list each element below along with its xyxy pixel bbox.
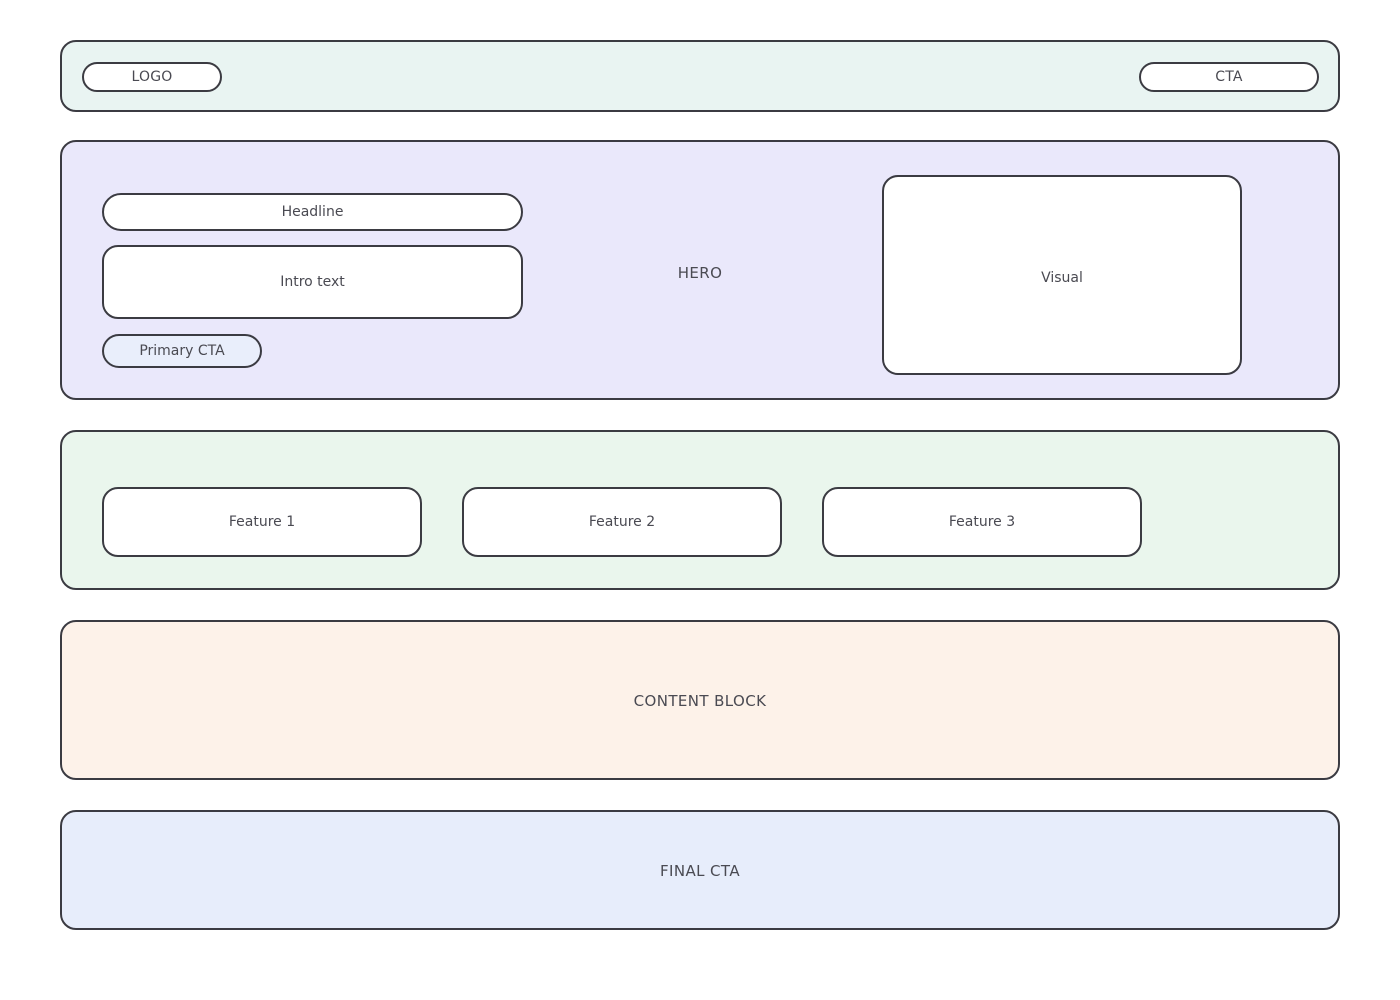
header-section: LOGO CTA [60,40,1340,112]
final-cta-section: FINAL CTA [60,810,1340,930]
feature-card-label: Feature 1 [228,514,296,530]
hero-section: HERO Headline Intro text Primary CTA Vis… [60,140,1340,400]
hero-headline-placeholder[interactable]: Headline [102,193,523,231]
feature-card[interactable]: Feature 2 [462,487,782,557]
final-cta-label: FINAL CTA [660,862,740,880]
feature-card-label: Feature 2 [588,514,656,530]
content-block-label: CONTENT BLOCK [633,692,767,710]
hero-visual-placeholder[interactable]: Visual [882,175,1242,375]
content-block-section: CONTENT BLOCK [60,620,1340,780]
hero-primary-cta-label: Primary CTA [139,343,225,359]
hero-visual-label: Visual [1041,270,1083,286]
logo-label: LOGO [131,69,173,85]
hero-primary-cta-button[interactable]: Primary CTA [102,334,262,368]
hero-intro-label: Intro text [280,274,345,290]
features-section: Feature 1 Feature 2 Feature 3 [60,430,1340,590]
hero-intro-text-placeholder[interactable]: Intro text [102,245,523,319]
feature-card-label: Feature 3 [948,514,1016,530]
feature-card[interactable]: Feature 1 [102,487,422,557]
header-cta-label: CTA [1215,69,1243,85]
logo-button[interactable]: LOGO [82,62,222,92]
feature-card[interactable]: Feature 3 [822,487,1142,557]
hero-headline-label: Headline [281,204,344,220]
header-cta-button[interactable]: CTA [1139,62,1319,92]
hero-section-label: HERO [677,264,723,282]
